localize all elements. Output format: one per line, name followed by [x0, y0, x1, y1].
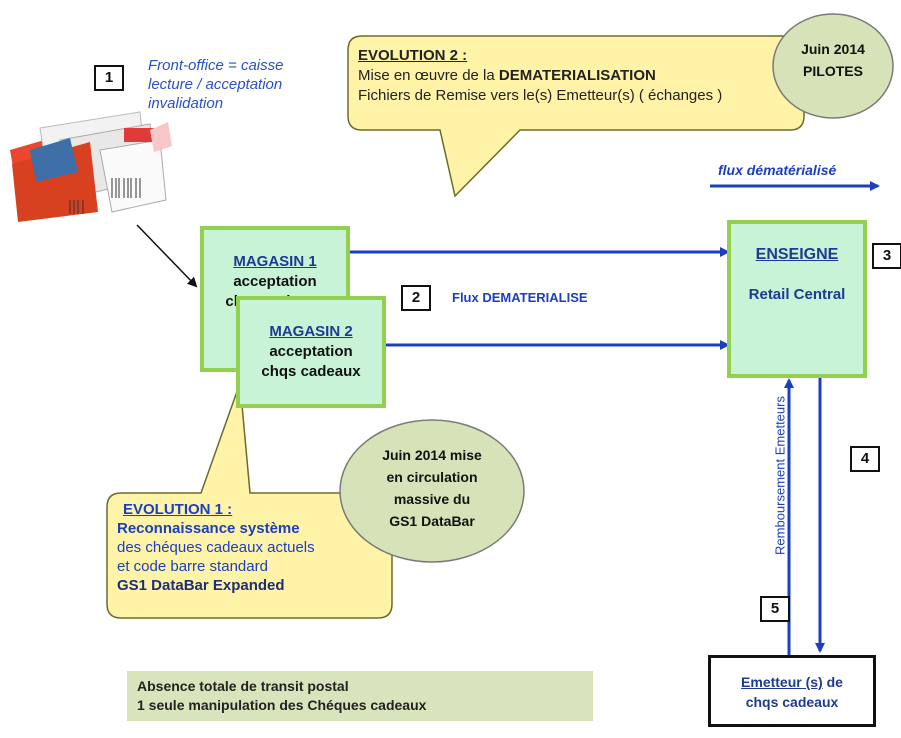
flux-center-label: Flux DEMATERIALISE	[452, 290, 588, 305]
pilotes-circle	[772, 13, 894, 119]
flux-legend-label: flux dématérialisé	[718, 162, 837, 178]
evolution1-title: EVOLUTION 1 :	[123, 501, 233, 518]
absence-line1: Absence totale de transit postal	[137, 678, 349, 694]
emetteur-suffix: de	[822, 674, 843, 690]
circulation-line1: Juin 2014 mise	[382, 447, 482, 463]
front-office-line-1: Front-office = caisse	[148, 57, 284, 74]
magasin1-title: MAGASIN 1	[233, 253, 317, 270]
magasin1-line2: acceptation	[233, 273, 317, 290]
enseigne-title: ENSEIGNE	[755, 246, 839, 263]
evolution2-line1: Mise en œuvre de la	[358, 67, 499, 84]
evolution2-line2: Fichiers de Remise vers le(s) Emetteur(s…	[358, 87, 723, 104]
pilotes-line2: PILOTES	[803, 63, 863, 79]
enseigne-subtitle: Retail Central	[748, 286, 846, 303]
evolution1-line1: Reconnaissance système	[117, 520, 300, 537]
evolution1-text: EVOLUTION 1 : Reconnaissance système des…	[117, 500, 315, 595]
pilotes-line1: Juin 2014	[801, 41, 865, 57]
front-office-line-2: lecture / acceptation	[148, 76, 283, 93]
front-office-line-3: invalidation	[148, 95, 224, 112]
step-2-badge: 2	[401, 285, 431, 311]
magasin2-box: MAGASIN 2 acceptation chqs cadeaux	[236, 296, 386, 408]
circulation-line3: massive du	[393, 491, 471, 507]
front-office-arrow	[136, 224, 198, 288]
circulation-circle	[339, 419, 525, 563]
magasin2-line2: acceptation	[269, 343, 353, 360]
circulation-line4: GS1 DataBar	[389, 513, 475, 529]
evolution1-line3: et code barre standard	[117, 558, 268, 575]
remboursement-label: Remboursement Emetteurs	[772, 396, 788, 555]
evolution2-text: EVOLUTION 2 : Mise en œuvre de la DEMATE…	[358, 46, 722, 106]
magasin2-title: MAGASIN 2	[269, 323, 353, 340]
step-1-badge: 1	[94, 65, 124, 91]
step-5-badge: 5	[760, 596, 790, 622]
circulation-line2: en circulation	[386, 469, 478, 485]
absence-line2: 1 seule manipulation des Chéques cadeaux	[137, 697, 427, 713]
emetteur-title: Emetteur (s)	[741, 674, 823, 690]
evolution2-title: EVOLUTION 2 :	[358, 47, 468, 64]
remboursement-label-wrap: Remboursement Emetteurs	[770, 378, 790, 578]
pilotes-text: Juin 2014 PILOTES	[775, 38, 891, 82]
emetteur-box: Emetteur (s) de chqs cadeaux	[708, 655, 876, 727]
evolution2-line1-bold: DEMATERIALISATION	[498, 67, 656, 84]
enseigne-box: ENSEIGNE Retail Central	[727, 220, 867, 378]
evolution1-line2: des chéques cadeaux actuels	[117, 539, 315, 556]
emetteur-line2: chqs cadeaux	[745, 694, 839, 710]
gift-cheques-image	[10, 111, 172, 222]
magasin2-line3: chqs cadeaux	[261, 363, 361, 380]
front-office-text: Front-office = caisse lecture / acceptat…	[148, 56, 283, 113]
circulation-text: Juin 2014 mise en circulation massive du…	[345, 444, 519, 532]
step-3-badge: 3	[872, 243, 901, 269]
evolution1-line4: GS1 DataBar Expanded	[117, 577, 285, 594]
absence-box: Absence totale de transit postal 1 seule…	[127, 671, 593, 721]
step-4-badge: 4	[850, 446, 880, 472]
